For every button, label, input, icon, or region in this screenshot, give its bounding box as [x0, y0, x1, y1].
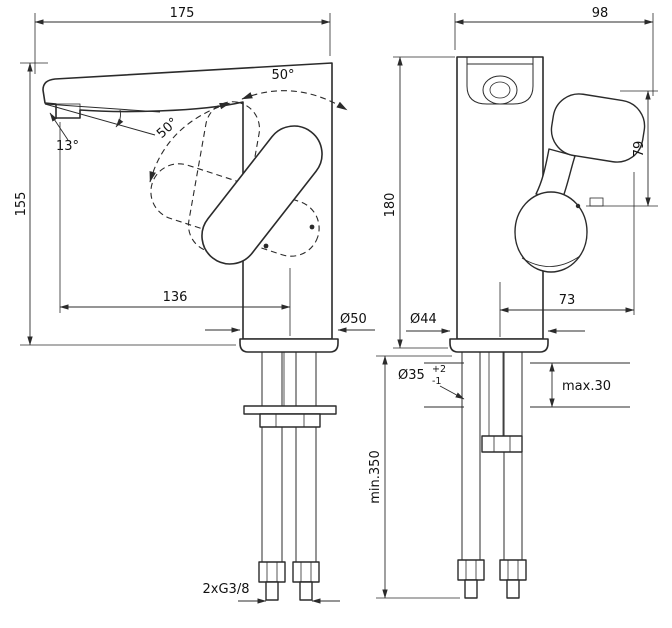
dim-spout-reach-label: 136	[163, 290, 188, 305]
lever-indicator	[589, 197, 604, 207]
aerator-front	[482, 75, 518, 105]
side-view: 13° 175 155 136 Ø50 50° 50°	[14, 6, 375, 604]
dim-width-side: 175	[34, 6, 331, 74]
front-view: 98 180 79 73 Ø44 Ø35	[368, 6, 658, 599]
hole-tol-minus-label: -1	[432, 376, 441, 387]
connection-label: 2xG3/8	[203, 582, 250, 597]
dim-height-front: 180	[383, 56, 455, 349]
handle-dot-2	[309, 224, 315, 230]
dim-width-front-label: 98	[592, 6, 609, 21]
dim-hole-dia: Ø35 +2 -1	[398, 364, 465, 400]
dim-height-side-label: 155	[14, 192, 29, 217]
handle-dot-1	[263, 243, 269, 249]
hose-left-side	[261, 351, 283, 563]
dim-height-front-label: 180	[383, 193, 398, 218]
dim-base-dia-side-label: Ø50	[340, 312, 367, 327]
lever-blade-front	[550, 93, 646, 163]
lift-arc	[241, 90, 348, 111]
spout-angle-label: 13°	[56, 139, 79, 154]
dim-spout-reach: 136	[59, 122, 291, 336]
dim-height-side: 155	[14, 62, 236, 346]
threaded-stud-side	[283, 351, 297, 407]
counter-section	[424, 362, 630, 408]
handle-escutcheon	[514, 191, 588, 273]
dim-hose-length-label: min.350	[368, 450, 383, 503]
connection-annotation: 2xG3/8	[203, 582, 340, 604]
dim-width-front: 98	[454, 6, 654, 96]
dim-lever-reach-label: 73	[559, 293, 576, 308]
hole-tol-plus-label: +2	[432, 364, 446, 375]
dim-deck-thickness-label: max.30	[562, 379, 611, 394]
dim-deck-thickness: max.30	[549, 362, 611, 408]
hose-fittings-side	[258, 561, 320, 601]
spout-angle-annotation: 13°	[44, 103, 161, 154]
dim-base-dia-front-label: Ø44	[410, 312, 437, 327]
dim-base-dia-front: Ø44	[406, 312, 585, 334]
dim-hole-dia-label: Ø35	[398, 368, 425, 383]
mounting-bracket	[243, 405, 337, 415]
threaded-shank-front	[488, 351, 504, 437]
dim-lever-height-label: 79	[632, 141, 647, 158]
handle-side	[201, 125, 323, 265]
hose-fittings-front	[457, 559, 527, 599]
base-plate-front	[449, 338, 549, 353]
dim-lever-height: 79	[586, 90, 658, 207]
dim-width-side-label: 175	[170, 6, 195, 21]
hose-right-front	[503, 351, 523, 561]
dim-base-dia-side: Ø50	[205, 312, 375, 333]
aerator-outlet-hatch	[55, 103, 81, 119]
shank-nut-front	[481, 435, 523, 453]
mounting-nut	[259, 413, 321, 428]
base-plate-side	[239, 338, 339, 353]
dim-lever-reach: 73	[499, 172, 635, 337]
hose-left-front	[461, 351, 481, 561]
lever-dot	[575, 203, 581, 209]
dim-hose-length: min.350	[368, 355, 460, 599]
lift-angle-label: 50°	[271, 68, 294, 83]
swivel-angle-label: 50°	[154, 115, 181, 142]
hose-right-side	[295, 351, 317, 563]
swivel-arc	[149, 102, 231, 183]
